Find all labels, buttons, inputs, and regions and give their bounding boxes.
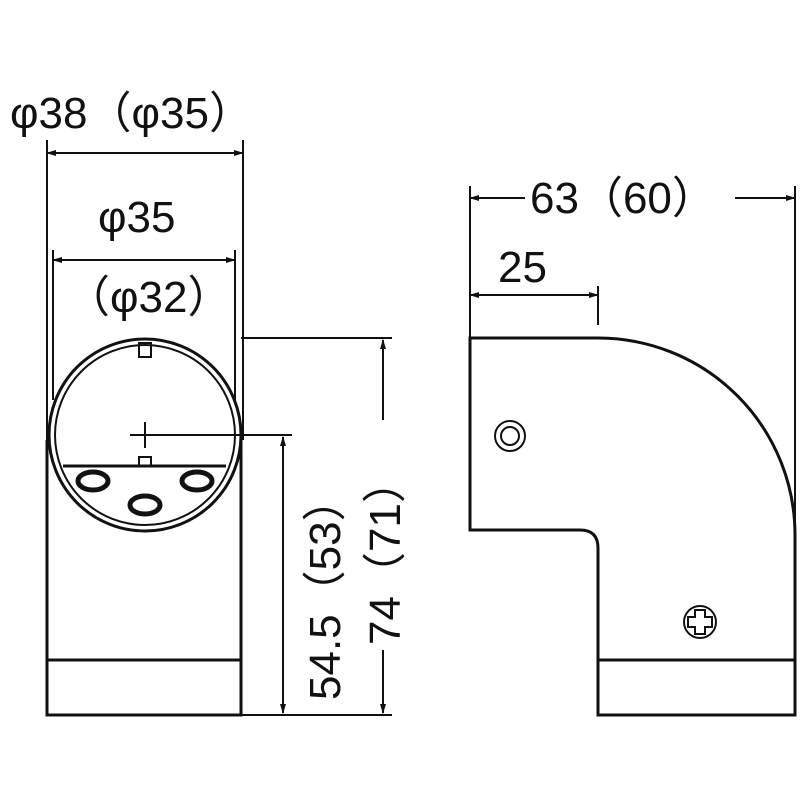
center-mark-icon xyxy=(130,422,160,448)
top-tab xyxy=(138,342,152,358)
screw-slot-holes xyxy=(75,469,215,517)
inner-diameter-alt-label: （φ32） xyxy=(66,273,231,322)
total-depth-label: 63（60） xyxy=(530,174,716,223)
offset-label: 25 xyxy=(498,243,547,292)
inner-diameter-label: φ35 xyxy=(98,193,175,242)
hole-icon xyxy=(494,420,526,452)
front-view: φ38（φ35） φ35 （φ32） 54.5（53） 74（71） xyxy=(10,89,410,717)
front-body-outline xyxy=(45,440,243,717)
screw-icon xyxy=(683,605,717,639)
bottom-tab xyxy=(138,456,152,467)
center-height-label: 54.5（53） xyxy=(301,477,350,700)
outer-diameter-label: φ38（φ35） xyxy=(10,89,253,138)
side-view: 63（60） 25 xyxy=(468,174,797,717)
total-height-label: 74（71） xyxy=(361,459,410,645)
side-body-outline xyxy=(468,336,797,717)
